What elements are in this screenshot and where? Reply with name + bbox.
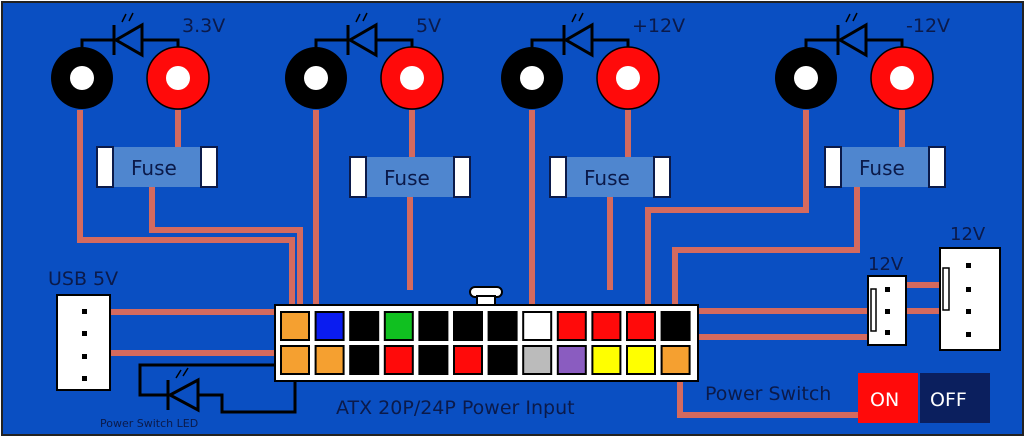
atx-pin-top-6 <box>453 311 483 341</box>
led-light-arrows <box>571 12 584 23</box>
power-switch-on[interactable] <box>858 373 918 423</box>
fuse-label: Fuse <box>131 156 177 180</box>
led-light-arrows <box>355 12 368 23</box>
led-wire <box>804 38 904 48</box>
rail-label: -12V <box>906 15 950 37</box>
fuse: Fuse <box>349 156 471 198</box>
traces <box>77 110 940 418</box>
rail-label: 5V <box>416 15 441 37</box>
led-wire <box>80 38 180 48</box>
power-switch-led: Power Switch LED <box>100 363 297 430</box>
atx-pin-bottom-7 <box>487 345 518 375</box>
atx-pin-top-2 <box>314 311 345 341</box>
terminal-hole <box>304 66 328 90</box>
atx-pin-top-11 <box>626 311 656 341</box>
output-rails: 3.3V Fuse 5V Fuse +12V Fuse -12V Fuse <box>51 12 950 198</box>
atx-pin-top-3 <box>349 311 380 341</box>
atx-pin-bottom-4 <box>383 345 414 375</box>
atx-pin-bottom-11 <box>626 345 656 375</box>
fuse: Fuse <box>824 146 946 188</box>
atx-pin-top-4 <box>383 311 414 341</box>
atx-pin-top-8 <box>522 311 553 341</box>
rail-1: 5V Fuse <box>285 12 471 198</box>
led-wire <box>314 38 414 48</box>
atx-pin-top-7 <box>487 311 518 341</box>
atx-pin-bottom-10 <box>591 345 622 375</box>
rail-3: -12V Fuse <box>775 12 950 188</box>
power-switch-off-label: OFF <box>930 389 967 411</box>
12v-3pin-label: 12V <box>868 254 904 275</box>
rail-label: 3.3V <box>182 15 225 37</box>
power-switch-on-label: ON <box>870 389 899 411</box>
terminal-hole <box>616 66 640 90</box>
atx-pin-bottom-5 <box>418 345 449 375</box>
power-switch[interactable]: ON OFF <box>858 373 990 423</box>
terminal-hole <box>890 66 914 90</box>
usb-5v-connector[interactable]: USB 5V <box>48 268 118 391</box>
atx-pin-bottom-1 <box>280 345 310 375</box>
led-light-arrows <box>121 12 134 23</box>
led-wire <box>530 38 630 48</box>
rail-label: +12V <box>632 15 685 37</box>
12v-4pin-connector[interactable]: 12V <box>939 224 1001 351</box>
atx-connector[interactable]: ATX 20P/24P Power Input <box>274 286 699 419</box>
terminal-hole <box>166 66 190 90</box>
atx-pin-top-9 <box>556 311 587 341</box>
fuse-label: Fuse <box>859 156 905 180</box>
led-icon <box>836 22 868 58</box>
fuse: Fuse <box>96 146 218 188</box>
led-light-arrows <box>845 12 858 23</box>
led-icon <box>346 22 378 58</box>
terminal-hole <box>794 66 818 90</box>
usb-5v-label: USB 5V <box>48 268 118 290</box>
atx-pin-bottom-3 <box>349 345 380 375</box>
power-switch-led-label: Power Switch LED <box>100 417 198 430</box>
fuse: Fuse <box>549 156 671 198</box>
power-switch-label: Power Switch <box>705 383 831 405</box>
atx-label: ATX 20P/24P Power Input <box>336 397 575 419</box>
fuse-label: Fuse <box>384 166 430 190</box>
atx-pin-bottom-8 <box>522 345 553 375</box>
fuse-label: Fuse <box>584 166 630 190</box>
atx-pin-bottom-2 <box>314 345 345 375</box>
terminal-hole <box>400 66 424 90</box>
atx-pin-top-1 <box>280 311 310 341</box>
atx-pin-bottom-9 <box>556 345 587 375</box>
terminal-hole <box>520 66 544 90</box>
led-icon <box>562 22 594 58</box>
terminal-hole <box>70 66 94 90</box>
atx-pin-top-10 <box>591 311 622 341</box>
atx-pin-bottom-12 <box>660 345 691 375</box>
power-switch-off[interactable] <box>920 373 990 423</box>
rail-2: +12V Fuse <box>501 12 685 198</box>
led-icon <box>112 22 144 58</box>
12v-4pin-label: 12V <box>950 224 986 245</box>
atx-pin-top-12 <box>660 311 691 341</box>
atx-pin-bottom-6 <box>453 345 483 375</box>
atx-pin-top-5 <box>418 311 449 341</box>
rail-0: 3.3V Fuse <box>51 12 225 188</box>
12v-3pin-connector[interactable]: 12V <box>867 254 907 346</box>
